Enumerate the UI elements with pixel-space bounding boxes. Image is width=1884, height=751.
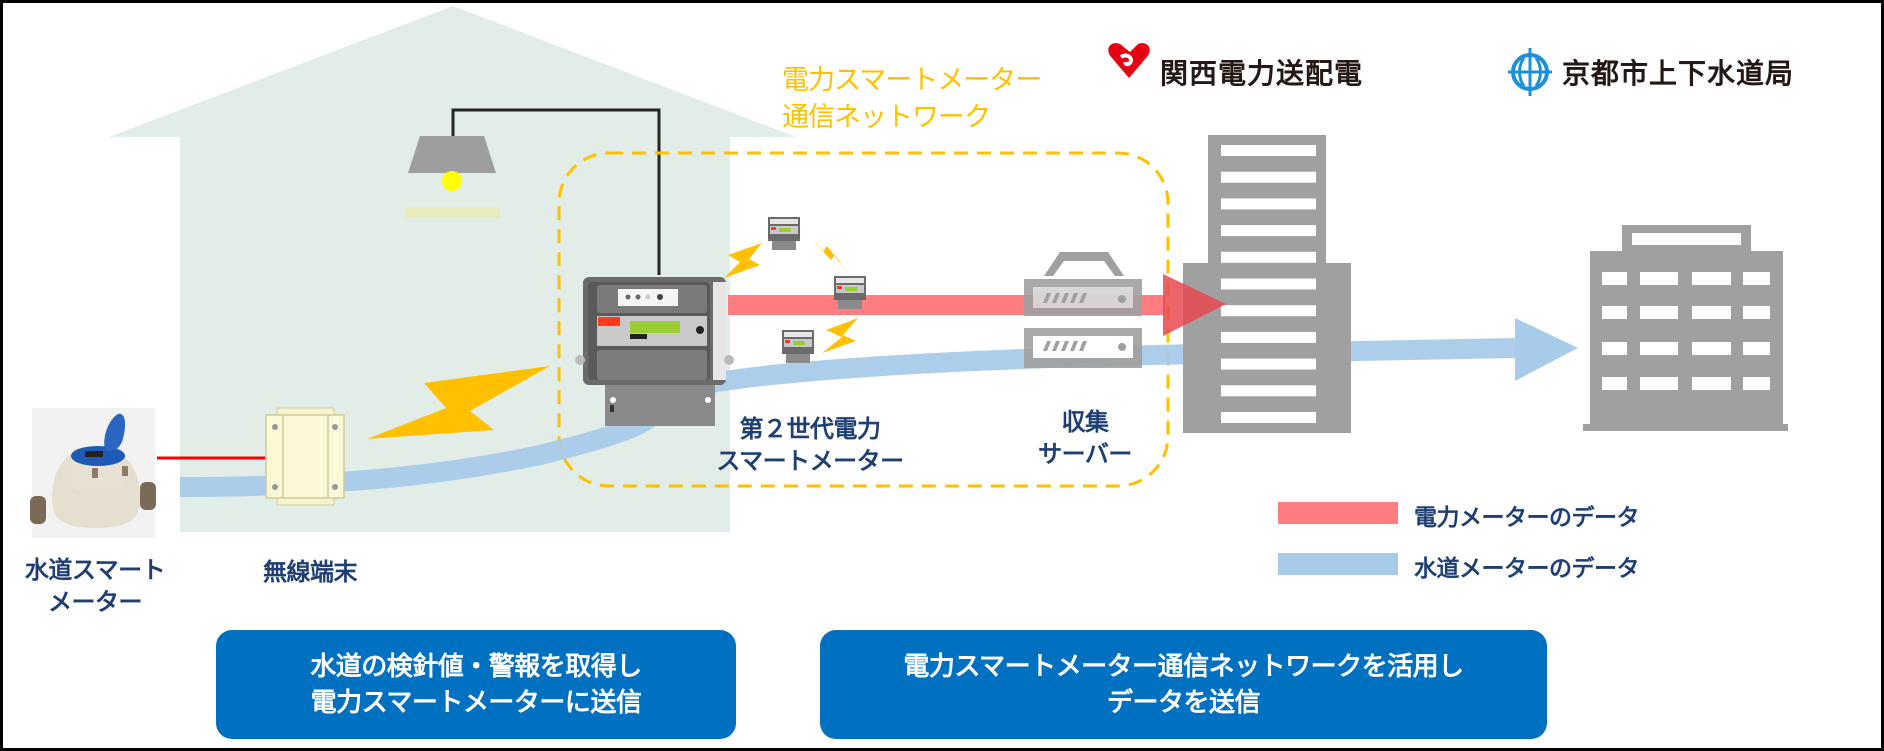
building-window bbox=[1743, 306, 1770, 319]
legend-swatch-water bbox=[1278, 553, 1398, 575]
collection-server-icon bbox=[1024, 252, 1142, 368]
smart-meter-label: 第２世代電力 スマートメーター bbox=[716, 415, 904, 475]
building-window bbox=[1640, 272, 1678, 285]
building-window bbox=[1640, 377, 1678, 390]
network-label: 電力スマートメーター 通信ネットワーク bbox=[782, 65, 1042, 133]
building-window bbox=[1602, 306, 1627, 319]
building-window bbox=[1221, 251, 1316, 263]
building-window bbox=[1692, 342, 1731, 355]
meter-indicator bbox=[771, 227, 776, 230]
building-window bbox=[1221, 145, 1316, 156]
server-label: 収集 サーバー bbox=[1038, 408, 1132, 468]
building-window bbox=[1221, 331, 1316, 343]
building-window bbox=[1221, 225, 1316, 237]
kansai-building-icon bbox=[1183, 135, 1351, 433]
meter-top bbox=[836, 278, 864, 283]
meter-display bbox=[779, 228, 791, 232]
building-window bbox=[1692, 377, 1731, 390]
building-window bbox=[1602, 377, 1627, 390]
meter-indicator bbox=[785, 340, 790, 343]
kansai-logo-text: 関西電力送配電 bbox=[1160, 57, 1364, 90]
neighbor-smart-meter-icon bbox=[768, 217, 800, 250]
mesh-signal-bolt-icon bbox=[724, 243, 762, 278]
kyoto-logo-text: 京都市上下水道局 bbox=[1562, 57, 1795, 90]
water-smart-meter-icon bbox=[30, 408, 156, 538]
house bbox=[109, 6, 796, 532]
legend-label-power: 電力メーターのデータ bbox=[1414, 505, 1640, 531]
house-shape bbox=[109, 6, 796, 532]
legend-label-water: 水道メーターのデータ bbox=[1414, 556, 1640, 582]
meter-base bbox=[786, 354, 810, 363]
building-window bbox=[1221, 305, 1316, 317]
callout-water-acquisition: 水道の検針値・警報を取得し 電力スマートメーターに送信 bbox=[216, 630, 736, 739]
building-window bbox=[1221, 198, 1316, 210]
building-window bbox=[1743, 377, 1770, 390]
building-window bbox=[1221, 385, 1316, 397]
meter-top bbox=[784, 332, 812, 337]
meter-indicator bbox=[837, 286, 842, 289]
building-window bbox=[1602, 342, 1627, 355]
building-window bbox=[1640, 342, 1678, 355]
building-window bbox=[1743, 272, 1770, 285]
building-window bbox=[1743, 342, 1770, 355]
wireless-terminal-label: 無線端末 bbox=[263, 558, 358, 586]
meter-display bbox=[845, 287, 857, 291]
kansai-heart-logo-icon bbox=[1108, 43, 1150, 78]
power-data-arrowhead bbox=[1163, 274, 1226, 336]
mesh-signal-bolt-icon bbox=[810, 237, 848, 273]
wireless-terminal-icon bbox=[265, 407, 345, 506]
water-data-arrowhead bbox=[1515, 318, 1578, 381]
smart-meter-icon bbox=[575, 277, 734, 426]
kyoto-water-bureau-emblem-icon bbox=[1508, 48, 1552, 96]
meter-top bbox=[770, 219, 798, 224]
neighbor-smart-meter-icon bbox=[834, 276, 866, 309]
building-window bbox=[1640, 306, 1678, 319]
building-window bbox=[1602, 272, 1627, 285]
building-window bbox=[1221, 278, 1316, 290]
callout-network-transmission: 電力スマートメーター通信ネットワークを活用し データを送信 bbox=[820, 630, 1547, 739]
meter-base bbox=[772, 241, 796, 250]
neighbor-smart-meter-icon bbox=[782, 330, 814, 363]
building-window bbox=[1221, 171, 1316, 183]
ceiling-lamp-icon bbox=[405, 108, 661, 275]
legend-swatch-power bbox=[1278, 502, 1398, 524]
building-window bbox=[1692, 272, 1731, 285]
wireless-signal-bolt-icon bbox=[367, 366, 550, 439]
water-meter-label: 水道スマート メーター bbox=[24, 556, 166, 616]
meter-display bbox=[793, 341, 805, 345]
building-window bbox=[1692, 306, 1731, 319]
meter-base bbox=[838, 300, 862, 309]
water-bureau-building-icon bbox=[1583, 225, 1788, 431]
building-window bbox=[1221, 358, 1316, 370]
mesh-signal-bolt-icon bbox=[822, 318, 858, 353]
building-window bbox=[1221, 412, 1316, 423]
